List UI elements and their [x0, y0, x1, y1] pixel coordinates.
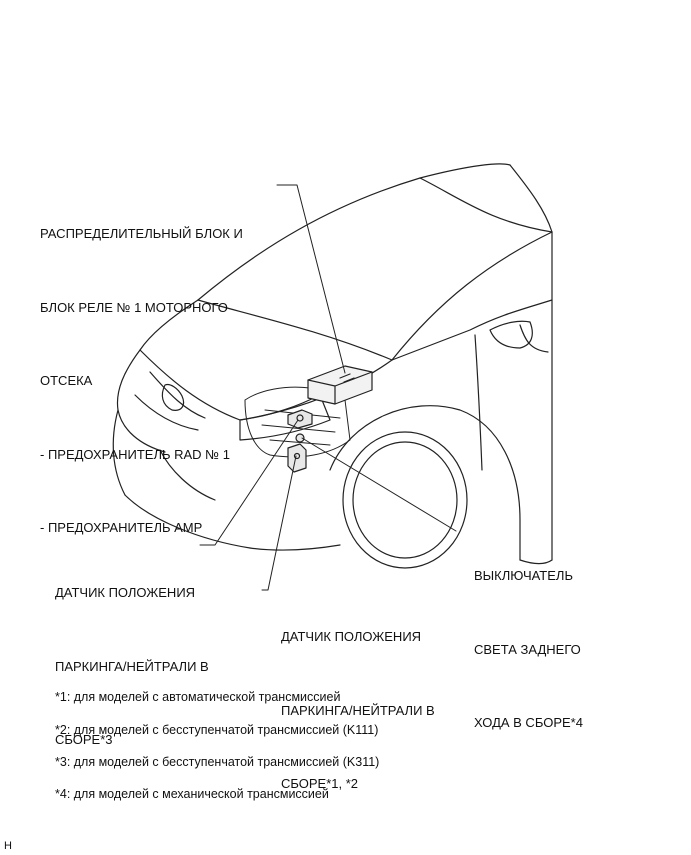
label-line: СВЕТА ЗАДНЕГО	[474, 641, 581, 657]
label-line: ХОДА В СБОРЕ*4	[474, 715, 583, 730]
label-line: ПАРКИНГА/НЕЙТРАЛИ В	[281, 702, 435, 718]
corner-mark: H	[4, 840, 12, 852]
sensor-1-2-icon	[287, 443, 307, 473]
label-line: - ПРЕДОХРАНИТЕЛЬ RAD № 1	[40, 446, 230, 462]
park-neutral-sensor-3-label: ДАТЧИК ПОЛОЖЕНИЯ ПАРКИНГА/НЕЙТРАЛИ В СБО…	[55, 532, 209, 802]
relay-block-icon	[307, 365, 373, 405]
label-line: СБОРЕ*1, *2	[281, 776, 359, 791]
label-line: СБОРЕ*3	[55, 732, 113, 747]
distribution-block-label: РАСПРЕДЕЛИТЕЛЬНЫЙ БЛОК И БЛОК РЕЛЕ № 1 М…	[40, 173, 243, 590]
label-line: ПАРКИНГА/НЕЙТРАЛИ В	[55, 658, 209, 674]
backup-switch-icon	[295, 433, 305, 443]
footnote-3: *3: для моделей с бесступенчатой трансми…	[55, 755, 380, 769]
leader-lines	[199, 184, 457, 591]
footnote-2: *2: для моделей с бесступенчатой трансми…	[55, 723, 379, 737]
label-line: ОТСЕКА	[40, 373, 93, 388]
car-outline-icon	[112, 163, 553, 569]
label-line: - ПРЕДОХРАНИТЕЛЬ AMP	[40, 520, 203, 535]
label-line: ДАТЧИК ПОЛОЖЕНИЯ	[281, 629, 422, 644]
label-line: БЛОК РЕЛЕ № 1 МОТОРНОГО	[40, 299, 228, 315]
footnote-1: *1: для моделей с автоматической трансми…	[55, 690, 341, 704]
footnote-4: *4: для моделей с механической трансмисс…	[55, 787, 329, 801]
park-neutral-sensor-1-2-label: ДАТЧИК ПОЛОЖЕНИЯ ПАРКИНГА/НЕЙТРАЛИ В СБО…	[281, 576, 435, 846]
label-line: ДАТЧИК ПОЛОЖЕНИЯ	[55, 585, 196, 600]
label-line: РАСПРЕДЕЛИТЕЛЬНЫЙ БЛОК И	[40, 226, 243, 241]
backup-light-switch-label: ВЫКЛЮЧАТЕЛЬ СВЕТА ЗАДНЕГО ХОДА В СБОРЕ*4	[474, 515, 583, 785]
sensor-3-icon	[287, 409, 313, 429]
label-line: ВЫКЛЮЧАТЕЛЬ	[474, 568, 573, 583]
